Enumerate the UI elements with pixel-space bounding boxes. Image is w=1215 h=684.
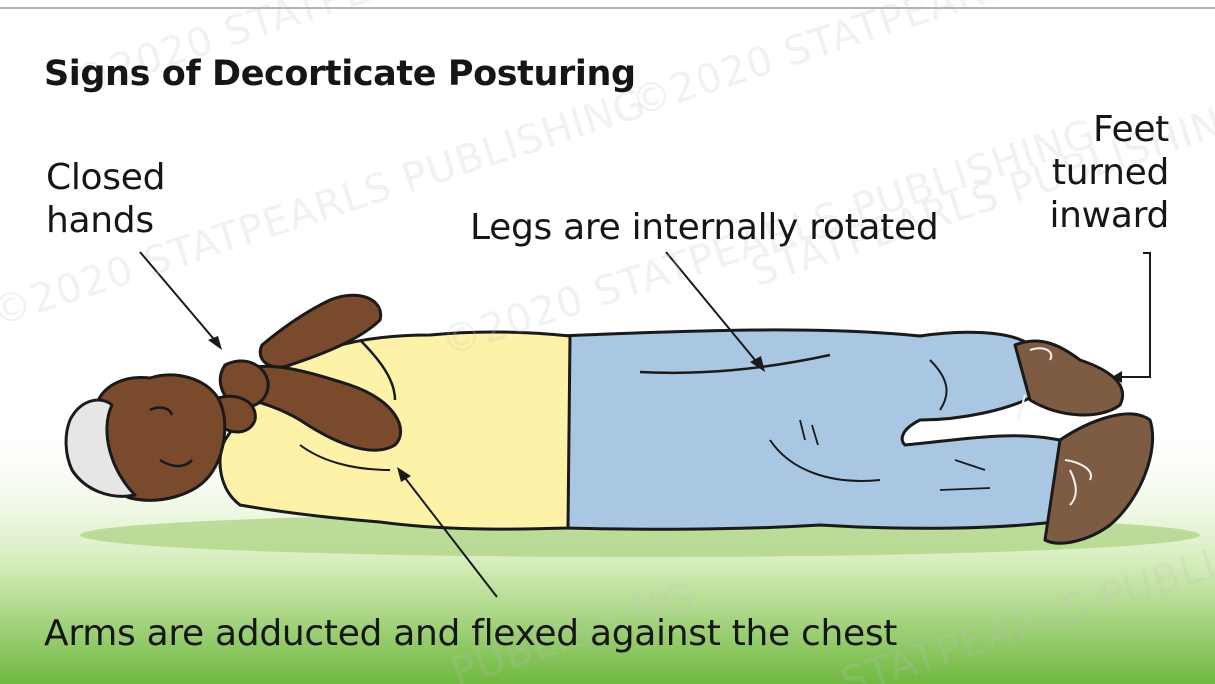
feet-line: turned	[1049, 151, 1169, 194]
closed-hands-line: hands	[46, 199, 165, 242]
legs-label: Legs are internally rotated	[470, 206, 938, 249]
closed-hands-label: Closed hands	[46, 156, 165, 242]
closed-hands-line: Closed	[46, 156, 165, 199]
diagram-title: Signs of Decorticate Posturing	[44, 52, 636, 96]
closed-hands-leader	[140, 252, 218, 344]
feet-line: inward	[1049, 194, 1169, 237]
feet-line: Feet	[1049, 108, 1169, 151]
feet-label: Feet turned inward	[1049, 108, 1169, 237]
head	[66, 375, 225, 500]
feet-leader	[1118, 253, 1150, 377]
arms-label: Arms are adducted and flexed against the…	[44, 612, 897, 655]
